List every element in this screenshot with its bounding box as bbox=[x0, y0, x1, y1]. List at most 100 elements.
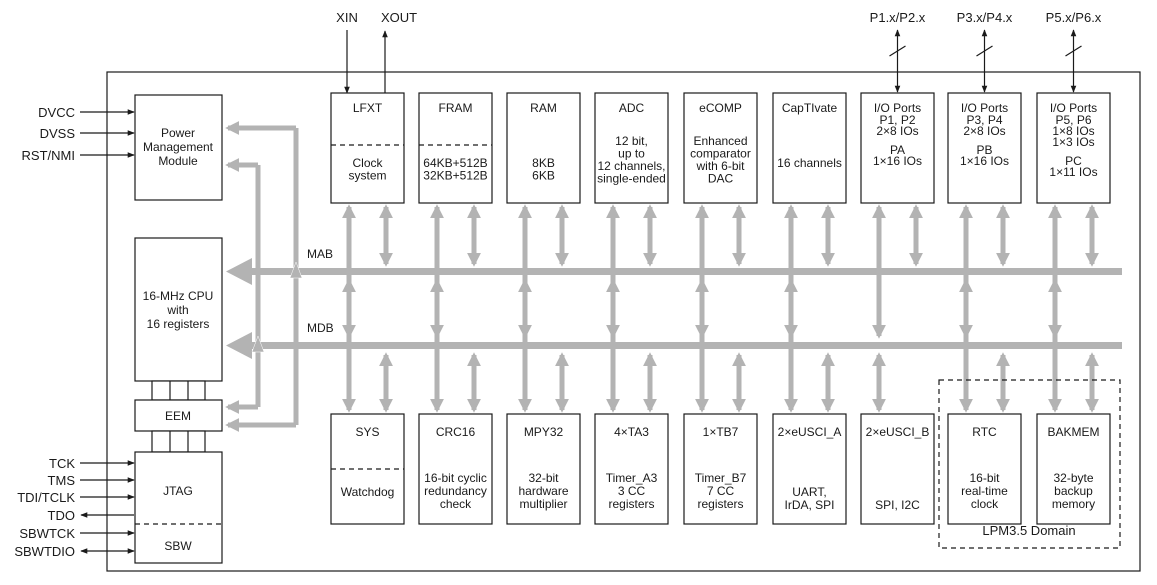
block-io-port-pa-title: I/O Ports bbox=[874, 101, 921, 115]
block-tb7-line-1: 7 CC bbox=[707, 484, 735, 498]
block-crc16-line-0: 16-bit cyclic bbox=[424, 471, 487, 485]
block-mpy32-line-2: multiplier bbox=[519, 497, 567, 511]
block-fram-line-0: 64KB+512B bbox=[423, 156, 487, 170]
block-ram-frame bbox=[506, 92, 581, 204]
block-io-port-pc-line-5: 1×11 IOs bbox=[1049, 165, 1097, 179]
block-mpy32-line-1: hardware bbox=[518, 484, 568, 498]
pin-dvcc: DVCC bbox=[38, 105, 75, 120]
pin-dvss: DVSS bbox=[40, 126, 76, 141]
block-crc16-frame bbox=[418, 413, 493, 525]
block-captivate-title: CapTIvate bbox=[782, 101, 838, 115]
block-fram-title: FRAM bbox=[439, 101, 473, 115]
block-ta3-frame bbox=[594, 413, 669, 525]
power-module-line-1: Power bbox=[161, 126, 195, 140]
pin-rst-nmi: RST/NMI bbox=[22, 148, 75, 163]
block-eusci-b-title: 2×eUSCI_B bbox=[866, 425, 930, 439]
block-ecomp-line-2: with 6-bit bbox=[695, 159, 745, 173]
block-tb7-title: 1×TB7 bbox=[703, 425, 739, 439]
block-captivate-line-0: 16 channels bbox=[777, 156, 842, 170]
eem-block bbox=[134, 399, 223, 432]
block-crc16-title: CRC16 bbox=[436, 425, 476, 439]
block-ta3-title: 4×TA3 bbox=[614, 425, 649, 439]
bus-connectors bbox=[342, 204, 1099, 413]
block-io-port-pb-line-0: P3, P4 bbox=[966, 113, 1002, 127]
cpu-line-1: 16-MHz CPU bbox=[143, 289, 214, 303]
cpu-line-2: with bbox=[166, 303, 188, 317]
block-rtc-line-2: clock bbox=[971, 497, 999, 511]
lpm35-domain bbox=[938, 379, 1121, 549]
block-ta3-line-0: Timer_A3 bbox=[606, 471, 658, 485]
block-eusci-b-line-0: SPI, I2C bbox=[875, 498, 920, 512]
block-bakmem-line-2: memory bbox=[1052, 497, 1095, 511]
block-ecomp-line-3: DAC bbox=[708, 172, 734, 186]
block-bakmem-title: BAKMEM bbox=[1047, 425, 1099, 439]
block-eusci-b: 2×eUSCI_B SPI, I2C bbox=[860, 413, 935, 525]
pin-sbwtck: SBWTCK bbox=[19, 526, 75, 541]
block-ecomp-title: eCOMP bbox=[699, 101, 742, 115]
bus-slash bbox=[889, 45, 906, 57]
block-eusci-a-line-0: UART, bbox=[792, 485, 826, 499]
block-adc-title: ADC bbox=[619, 101, 645, 115]
block-crc16-line-2: check bbox=[440, 497, 472, 511]
mdb-label: MDB bbox=[307, 321, 334, 335]
power-management-module bbox=[134, 94, 223, 201]
block-crc16-line-1: redundancy bbox=[424, 484, 487, 498]
block-mpy32-frame bbox=[506, 413, 581, 525]
block-lfxt-line-0: Clock bbox=[352, 156, 383, 170]
bus-slash bbox=[1065, 45, 1082, 57]
block-ta3-line-2: registers bbox=[608, 497, 654, 511]
block-ram-title: RAM bbox=[530, 101, 557, 115]
pin-tms: TMS bbox=[48, 473, 76, 488]
block-tb7-line-0: Timer_B7 bbox=[695, 471, 747, 485]
block-adc-line-3: single-ended bbox=[597, 172, 666, 186]
mab-bus bbox=[226, 258, 1122, 285]
block-tb7-line-2: registers bbox=[697, 497, 743, 511]
left-connectors bbox=[225, 121, 303, 432]
block-adc-line-2: 12 channels, bbox=[597, 159, 665, 173]
block-ecomp-frame bbox=[683, 92, 758, 204]
block-captivate: CapTIvate 16 channels bbox=[772, 92, 847, 204]
block-fram-line-1: 32KB+512B bbox=[423, 169, 487, 183]
block-io-port-pc-line-0: P5, P6 bbox=[1055, 113, 1091, 127]
block-captivate-frame bbox=[772, 92, 847, 204]
block-ram-line-1: 6KB bbox=[532, 169, 555, 183]
power-module-line-3: Module bbox=[158, 154, 198, 168]
block-lfxt-line-1: system bbox=[348, 169, 386, 183]
block-bakmem-line-1: backup bbox=[1054, 484, 1093, 498]
power-module-line-2: Management bbox=[143, 140, 214, 154]
block-io-port-pc-frame bbox=[1036, 92, 1111, 204]
block-io-port-pb-title: I/O Ports bbox=[961, 101, 1008, 115]
mab-label: MAB bbox=[307, 247, 333, 261]
eem-label: EEM bbox=[165, 409, 191, 423]
block-lfxt-title: LFXT bbox=[353, 101, 383, 115]
block-adc-line-1: up to bbox=[618, 147, 645, 161]
block-ecomp-line-1: comparator bbox=[690, 147, 751, 161]
block-io-port-pa-line-4: 1×16 IOs bbox=[873, 154, 922, 168]
block-sys-line-0: Watchdog bbox=[341, 485, 395, 499]
block-ram-line-0: 8KB bbox=[532, 156, 555, 170]
block-eusci-a-line-1: IrDA, SPI bbox=[784, 498, 834, 512]
block-ta3-line-1: 3 CC bbox=[618, 484, 646, 498]
block-io-port-pc-title: I/O Ports bbox=[1050, 101, 1097, 115]
mdb-bus bbox=[226, 332, 1122, 359]
port-pin-2: P5.x/P6.x bbox=[1046, 10, 1102, 25]
pin-tck: TCK bbox=[49, 456, 75, 471]
cpu-line-3: 16 registers bbox=[147, 317, 210, 331]
block-io-port-pb-frame bbox=[947, 92, 1022, 204]
cpu-block bbox=[134, 237, 223, 382]
